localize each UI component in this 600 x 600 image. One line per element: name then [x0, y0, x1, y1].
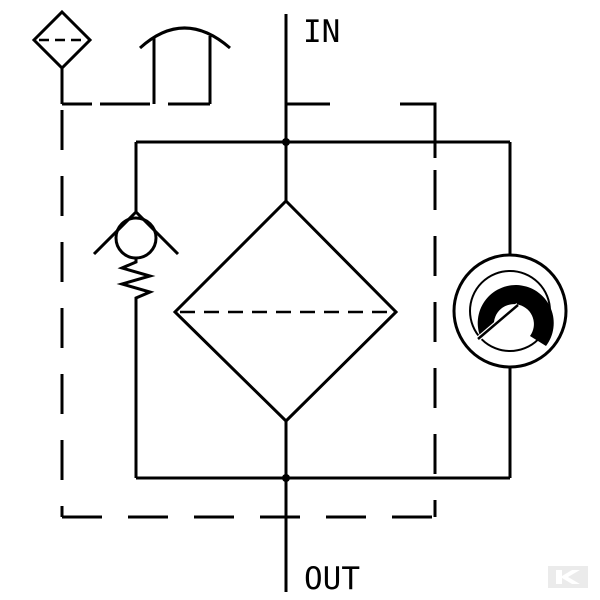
lever-arc-icon	[138, 26, 231, 104]
diamond-with-dashed-line-icon	[172, 198, 399, 424]
outlet-label: OUT	[304, 561, 360, 597]
housing-frame	[134, 138, 512, 482]
check-valve-with-spring-icon	[92, 209, 180, 300]
junction-top	[282, 138, 290, 146]
gauge-icon	[452, 253, 568, 369]
enclosure-boundary	[60, 102, 437, 519]
junction-bottom	[282, 474, 290, 482]
inlet-label: IN	[303, 14, 340, 50]
small-filter-diamond-icon	[31, 9, 93, 104]
brand-k-logo-icon	[548, 566, 588, 588]
